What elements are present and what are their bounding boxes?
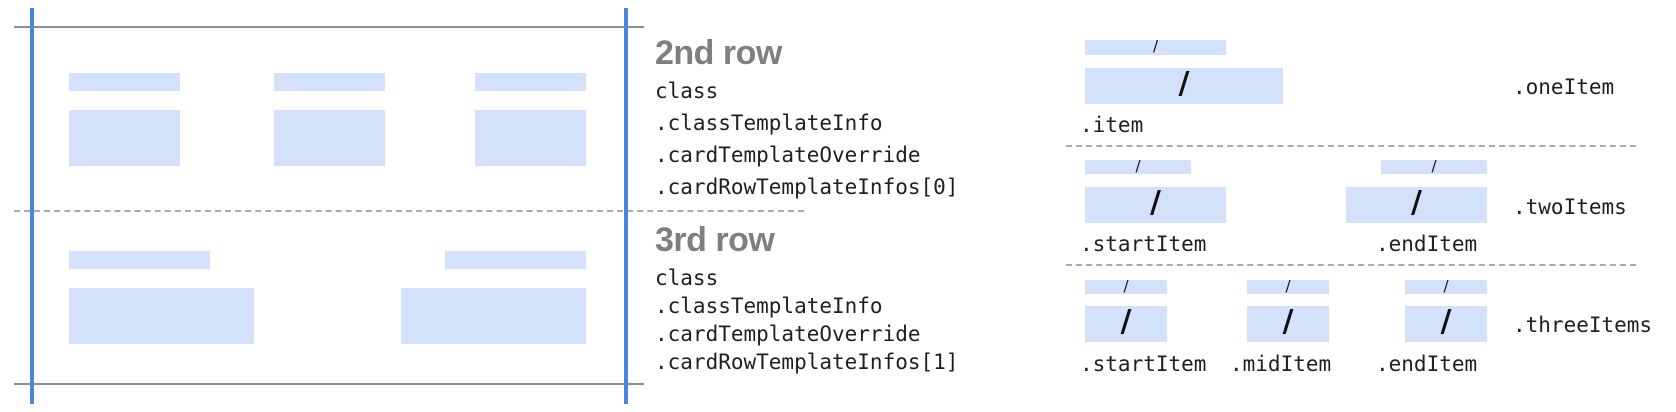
template-name: .twoItems (1513, 195, 1627, 219)
path-segment: class (655, 79, 719, 103)
template-name: .threeItems (1513, 313, 1653, 337)
placeholder-slash: / (1443, 277, 1449, 295)
two-items-end-header-placeholder: / (1381, 157, 1487, 175)
template-divider (1066, 264, 1636, 266)
placeholder-slash: / (1150, 185, 1161, 220)
three-items-mid-header-placeholder: / (1247, 277, 1329, 295)
path-segment: .cardRowTemplateInfos[1] (655, 350, 959, 374)
row-divider (14, 210, 804, 212)
placeholder-slash: / (1431, 157, 1437, 175)
placeholder-slash: / (1440, 304, 1452, 339)
card-top-border (14, 26, 644, 28)
path-segment: .classTemplateInfo (655, 294, 883, 318)
row-heading: 2nd row (655, 34, 782, 72)
row2-item1-header-placeholder (69, 73, 180, 91)
three-items-start-value-placeholder: / (1085, 306, 1167, 342)
slot-label: .startItem (1080, 352, 1207, 376)
two-items-start-header-placeholder: / (1085, 157, 1191, 175)
path-segment: .cardRowTemplateInfos[0] (655, 175, 959, 199)
row3-item2-header-placeholder (445, 251, 586, 269)
slot-label: .endItem (1376, 352, 1478, 376)
three-items-end-value-placeholder: / (1405, 306, 1487, 342)
row2-item1-value-placeholder (69, 110, 180, 166)
slot-label: .startItem (1080, 232, 1207, 256)
path-segment: class (655, 266, 719, 290)
row2-item3-value-placeholder (475, 110, 586, 166)
row2-item2-value-placeholder (274, 110, 385, 166)
placeholder-slash: / (1120, 304, 1132, 339)
one-item-value-placeholder: / (1085, 68, 1283, 104)
path-segment: .classTemplateInfo (655, 111, 883, 135)
three-items-start-header-placeholder: / (1085, 277, 1167, 295)
row-heading: 3rd row (655, 221, 775, 259)
placeholder-slash: / (1282, 304, 1294, 339)
placeholder-slash: / (1135, 157, 1141, 175)
two-items-end-value-placeholder: / (1346, 187, 1487, 223)
row2-item3-header-placeholder (475, 73, 586, 91)
placeholder-slash: / (1285, 277, 1291, 295)
template-name: .oneItem (1513, 75, 1615, 99)
one-item-header-placeholder: / (1085, 37, 1226, 55)
path-segment: .cardTemplateOverride (655, 143, 921, 167)
three-items-end-header-placeholder: / (1405, 277, 1487, 295)
card-bottom-border (14, 383, 644, 385)
two-items-start-value-placeholder: / (1085, 187, 1226, 223)
placeholder-slash: / (1411, 185, 1422, 220)
slot-label: .item (1080, 113, 1144, 137)
three-items-mid-value-placeholder: / (1247, 306, 1329, 342)
row3-item2-value-placeholder (401, 288, 586, 344)
path-segment: .cardTemplateOverride (655, 322, 921, 346)
placeholder-slash: / (1152, 37, 1159, 55)
card-left-edge (30, 8, 34, 404)
template-divider (1066, 145, 1636, 147)
row3-item1-value-placeholder (69, 288, 254, 344)
placeholder-slash: / (1178, 66, 1190, 101)
placeholder-slash: / (1123, 277, 1129, 295)
card-right-edge (624, 8, 628, 404)
row2-item2-header-placeholder (274, 73, 385, 91)
row3-item1-header-placeholder (69, 251, 210, 269)
slot-label: .midItem (1230, 352, 1332, 376)
slot-label: .endItem (1376, 232, 1478, 256)
